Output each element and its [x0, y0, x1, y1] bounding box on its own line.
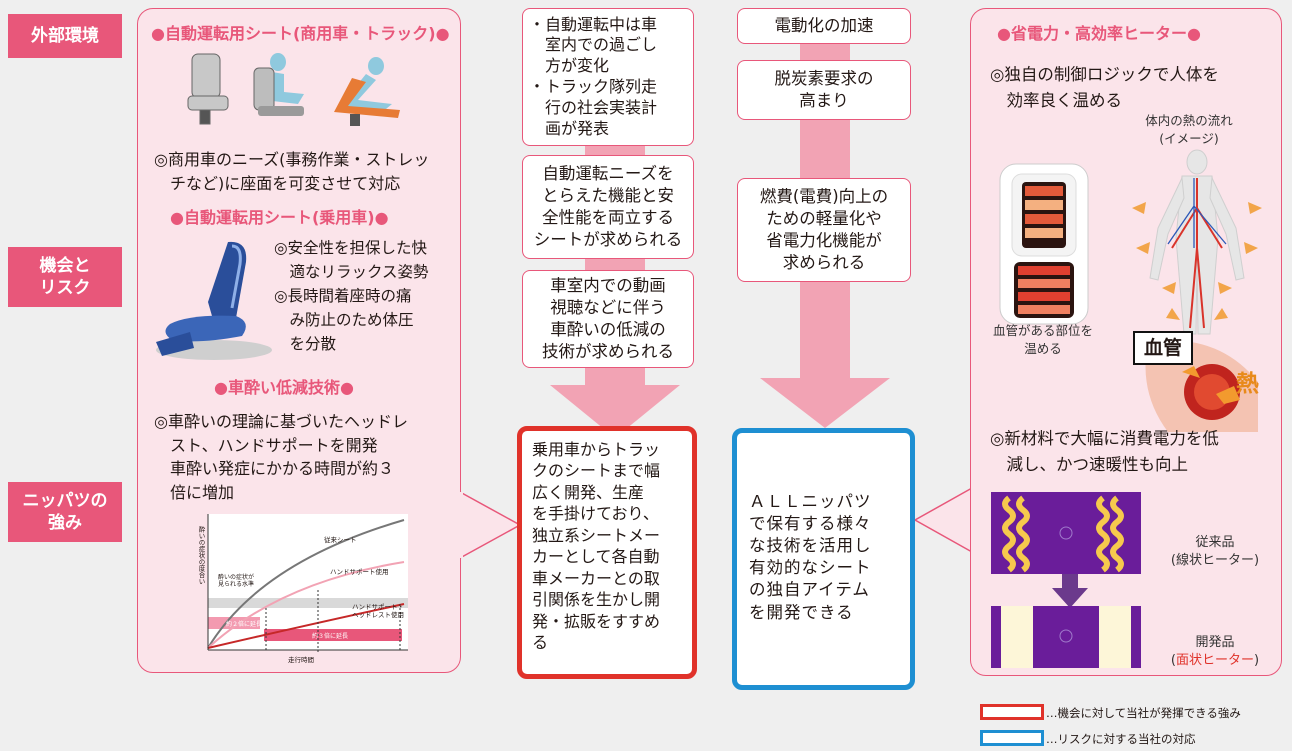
driving-change-box: ・自動運転中は車 室内での過ごし 方が変化 ・トラック隊列走 行の社会実装計 画… — [522, 8, 694, 146]
efficiency-needs-box: 燃費(電費)向上の ための軽量化や 省電力化機能が 求められる — [737, 178, 911, 282]
seat-caption: 血管がある部位を 温める — [992, 323, 1093, 356]
body-heat-illustration — [1132, 149, 1262, 335]
commercial-seat-text: ◎商用車のニーズ(事務作業・ストレッ チなど)に座面を可変させて対応 — [154, 150, 430, 193]
heater-text2: ◎新材料で大幅に消費電力を低 減し、かつ速暖性も向上 — [990, 429, 1219, 474]
body-caption: 体内の熱の流れ (イメージ) — [1145, 113, 1233, 146]
passenger-seat-text: ◎安全性を担保した快 適なリラックス姿勢 ◎長時間着座時の痛 み防止のため体圧 … — [274, 239, 429, 354]
graph-label-threshold: 酔いの症状が 見られる水準 — [218, 574, 255, 589]
left-callout-pointer — [459, 490, 522, 560]
strength-result-box: 乗用車からトラッ クのシートまで幅 広く開発、生産 を手掛けており、 独立系シー… — [517, 426, 697, 679]
heading-motion-sickness: ●車酔い低減技術● — [214, 378, 354, 397]
legend-red-swatch — [980, 704, 1044, 720]
heater-improvement-arrow — [1052, 574, 1088, 608]
risk-response-box: ＡＬＬニッパツ で保有する様々 な技術を活用し 有効的なシート の独自アイテム … — [732, 428, 915, 690]
autonomous-needs-box: 自動運転ニーズを とらえた機能と安 全性能を両立する シートが求められる — [522, 155, 694, 259]
label-opportunity-risk: 機会と リスク — [8, 247, 122, 307]
motion-sickness-needs-box: 車室内での動画 視聴などに伴う 車酔いの低減の 技術が求められる — [522, 270, 694, 368]
graph-label-y: 酔いの症状の度合い — [197, 526, 205, 585]
linear-heater-image — [991, 492, 1141, 574]
graph-label-band2: 約３倍に延長 — [312, 633, 349, 640]
heading-heater: ●省電力・高効率ヒーター● — [997, 24, 1201, 43]
graph-label-band1: 約２倍に延長 — [226, 621, 263, 628]
heading-commercial-seat: ●自動運転用シート(商用車・トラック)● — [151, 24, 450, 43]
vessel-label: 血管 — [1133, 331, 1193, 365]
old-heater-label: 従来品(線状ヒーター) — [1170, 535, 1260, 569]
seat-heater-illustration — [999, 163, 1089, 325]
graph-label-hand-head: ハンドサポート・ ヘッドレスト使用 — [352, 603, 404, 619]
heat-label: 熱 — [1236, 371, 1259, 397]
passenger-seat-illustration — [156, 241, 272, 360]
graph-label-hand: ハンドサポート使用 — [330, 568, 389, 576]
graph-label-conventional: 従来シート — [324, 536, 357, 544]
legend-blue-label: …リスクに対する当社の対応 — [1046, 732, 1196, 746]
right-callout-pointer — [913, 486, 973, 554]
curve-conventional — [207, 519, 405, 649]
label-nippatsu-strength: ニッパツの 強み — [8, 482, 122, 542]
curve-hand-support — [207, 561, 405, 649]
motion-sickness-text: ◎車酔いの理論に基づいたヘッドレ スト、ハンドサポートを開発 車酔い発症にかかる… — [154, 412, 408, 503]
graph-label-x: 走行時間 — [288, 656, 314, 664]
legend-red-label: …機会に対して当社が発揮できる強み — [1046, 706, 1241, 720]
electrification-box: 電動化の加速 — [737, 8, 911, 44]
motion-sickness-graph — [207, 514, 408, 652]
commercial-seat-illustration — [187, 53, 400, 126]
curve-hand-head — [207, 603, 405, 649]
label-external-environment: 外部環境 — [8, 14, 122, 58]
heading-passenger-seat: ●自動運転用シート(乗用車)● — [170, 208, 389, 227]
decarbonization-box: 脱炭素要求の 高まり — [737, 60, 911, 120]
legend-blue-swatch — [980, 730, 1044, 746]
heater-text1: ◎独自の制御ロジックで人体を 効率良く温める — [990, 65, 1219, 110]
planar-heater-image — [991, 606, 1141, 668]
new-heater-label: 開発品(面状ヒーター) — [1170, 635, 1260, 669]
